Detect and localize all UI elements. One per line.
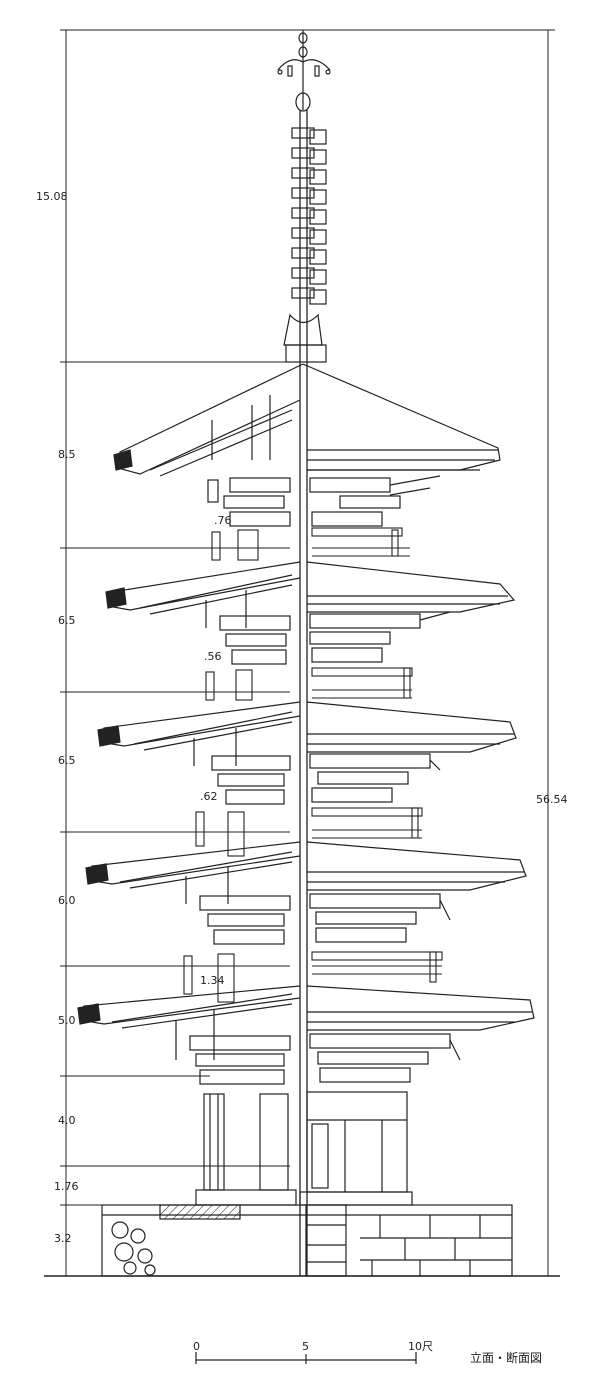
dimension-label: 8.5 xyxy=(58,448,76,461)
roof-tier-3 xyxy=(97,701,517,805)
bracket-annotations: .76 .56 .62 1.34 xyxy=(200,514,232,987)
dimension-label: 6.5 xyxy=(58,754,76,767)
roof-tier-2 xyxy=(85,841,527,945)
dimension-label: 3.2 xyxy=(54,1232,72,1245)
stone-foundation xyxy=(101,1204,513,1277)
drawing-caption: 立面・断面図 xyxy=(470,1350,542,1365)
dimension-label: 15.08 xyxy=(36,190,68,203)
scale-label-10: 10尺 xyxy=(408,1340,433,1353)
left-dimension-lines xyxy=(60,29,310,1276)
left-dimension-labels: 15.08 8.5 6.5 6.5 6.0 5.0 4.0 1.76 3.2 xyxy=(36,190,79,1245)
bracket-annotation: .56 xyxy=(204,650,222,663)
bracket-annotation: .76 xyxy=(214,514,232,527)
bracket-annotation: 1.34 xyxy=(200,974,225,987)
scale-bar xyxy=(195,1352,417,1364)
roof-tier-4 xyxy=(105,561,516,665)
balcony-railing-4 xyxy=(211,527,410,561)
ground-floor-body xyxy=(195,1091,413,1206)
central-pillar xyxy=(299,110,308,1276)
dimension-label: 1.76 xyxy=(54,1180,79,1193)
roof-tier-5 xyxy=(113,363,501,527)
dimension-label: 5.0 xyxy=(58,1014,76,1027)
dimension-label: 4.0 xyxy=(58,1114,76,1127)
total-height-label: 56.54 xyxy=(536,793,568,806)
balcony-railing-2 xyxy=(195,807,423,857)
dimension-label: 6.0 xyxy=(58,894,76,907)
scale-label-5: 5 xyxy=(302,1340,309,1353)
sorin-spire xyxy=(277,30,331,363)
balcony-railing-1 xyxy=(183,951,443,1003)
balcony-railing-3 xyxy=(205,667,413,701)
bracket-annotation: .62 xyxy=(200,790,218,803)
roof-tier-1 xyxy=(77,985,535,1085)
right-dimension-lines xyxy=(310,29,555,1277)
dimension-label: 6.5 xyxy=(58,614,76,627)
scale-label-0: 0 xyxy=(193,1340,200,1353)
